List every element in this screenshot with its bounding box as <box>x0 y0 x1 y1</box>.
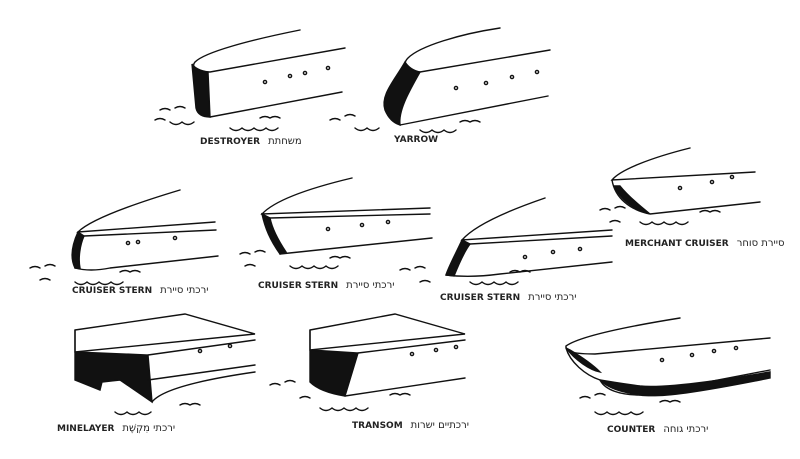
hebrew-label-merchant-cruiser: סיירת סוחר <box>736 238 785 249</box>
hebrew-label-destroyer: משחתת <box>268 136 302 147</box>
cruiser-stern-2-drawing <box>239 177 433 270</box>
caption-merchant-cruiser: MERCHANT CRUISER סיירת סוחר <box>625 238 784 249</box>
destroyer-drawing <box>154 29 346 132</box>
cruiser-stern-1-drawing <box>29 189 219 286</box>
caption-cruiser-stern-1: CRUISER STERN ירכתי סיירת <box>72 285 208 296</box>
label-transom: TRANSOM <box>352 421 403 431</box>
caption-destroyer: DESTROYER משחתת <box>200 136 302 147</box>
transom-drawing <box>269 313 466 412</box>
cruiser-stern-3-drawing <box>399 197 613 286</box>
caption-minelayer: MINELAYER ירכתי מִקְשֶׁת <box>57 423 175 434</box>
yarrow-drawing <box>329 27 551 134</box>
label-yarrow: YARROW <box>394 135 439 145</box>
minelayer-drawing <box>74 313 256 416</box>
label-destroyer: DESTROYER <box>200 137 261 147</box>
hebrew-label-counter: ירכתי גוחה <box>663 424 709 435</box>
label-counter: COUNTER <box>607 425 656 435</box>
label-merchant-cruiser: MERCHANT CRUISER <box>625 239 729 249</box>
caption-transom: TRANSOM ירכתיים ישרות <box>352 420 469 431</box>
counter-drawing <box>565 317 771 416</box>
caption-yarrow: YARROW <box>394 135 438 145</box>
hebrew-label-transom: ירכתיים ישרות <box>410 420 469 431</box>
caption-cruiser-stern-2: CRUISER STERN ירכתי סיירת <box>258 280 394 291</box>
caption-counter: COUNTER ירכתי גוחה <box>607 424 708 435</box>
hebrew-label-cruiser-stern-2: ירכתי סיירת <box>346 280 395 291</box>
caption-cruiser-stern-3: CRUISER STERN ירכתי סיירת <box>440 292 576 303</box>
label-cruiser-stern-1: CRUISER STERN <box>72 286 153 296</box>
merchant-cruiser-drawing <box>599 147 761 226</box>
hebrew-label-cruiser-stern-3: ירכתי סיירת <box>528 292 577 303</box>
hebrew-label-minelayer: ירכתי מִקְשֶׁת <box>122 423 176 434</box>
hebrew-label-cruiser-stern-1: ירכתי סיירת <box>160 285 209 296</box>
label-cruiser-stern-3: CRUISER STERN <box>440 293 521 303</box>
label-cruiser-stern-2: CRUISER STERN <box>258 281 339 291</box>
label-minelayer: MINELAYER <box>57 424 115 434</box>
